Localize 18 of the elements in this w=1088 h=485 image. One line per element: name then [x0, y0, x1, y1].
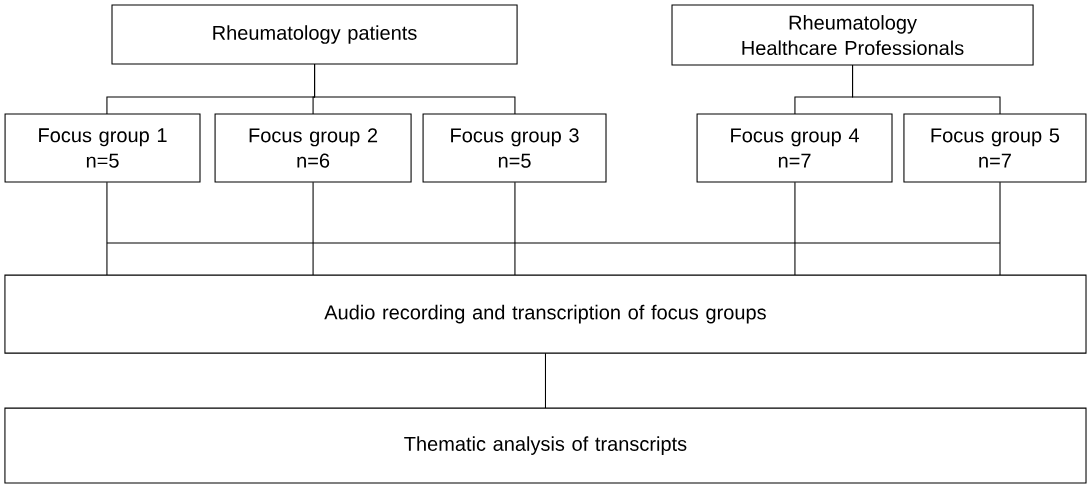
process-box: Focus group 4 n=7 — [696, 113, 893, 183]
process-box: Audio recording and transcription of focus groups — [4, 274, 1087, 354]
process-box: Thematic analysis of transcripts — [4, 407, 1087, 484]
process-box: Rheumatology Healthcare Professionals — [671, 4, 1034, 66]
process-box: Focus group 3 n=5 — [422, 113, 607, 183]
connector-line — [106, 242, 1001, 244]
connector-line — [999, 181, 1001, 276]
connector-line — [544, 352, 546, 409]
connector-line — [852, 64, 1001, 115]
process-box: Focus group 2 n=6 — [214, 113, 412, 183]
connector-line — [514, 181, 516, 276]
connector-line — [314, 63, 516, 115]
connector-line — [106, 181, 108, 276]
connector-line — [794, 181, 796, 276]
connector-line — [312, 181, 314, 276]
process-box: Focus group 5 n=7 — [903, 113, 1087, 183]
process-box: Rheumatology patients — [111, 4, 518, 65]
process-box: Focus group 1 n=5 — [4, 113, 201, 183]
